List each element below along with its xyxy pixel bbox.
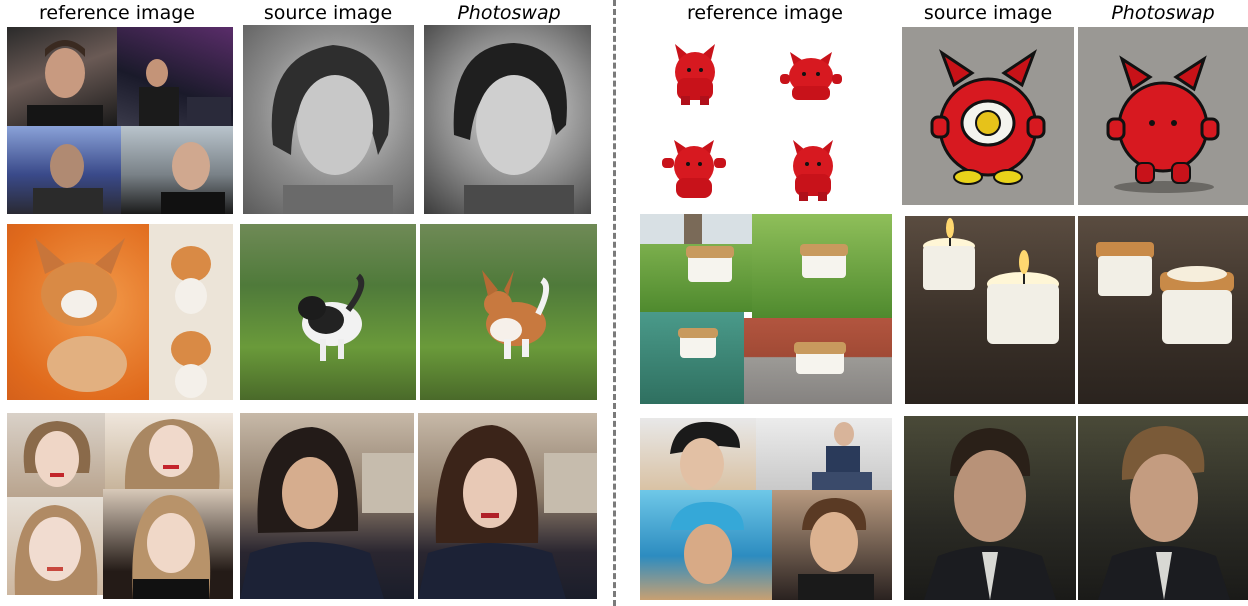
- reference-monster-2: [776, 52, 846, 102]
- source-photo-man-suit: [904, 416, 1076, 600]
- dashed-divider: [613, 0, 616, 606]
- photoswap-result-red-monster: [1078, 27, 1248, 205]
- header-right-photoswap: Photoswap: [1111, 2, 1215, 24]
- reference-photo-candle-jar-2: [752, 214, 892, 318]
- reference-photo-musk-1: [7, 27, 117, 126]
- source-photo-woman-bw: [243, 25, 414, 214]
- reference-photo-candle-jar-4: [744, 318, 892, 404]
- reference-photo-bieber-2: [756, 418, 892, 490]
- header-left-reference: reference image: [39, 2, 195, 24]
- header-right-reference: reference image: [687, 2, 843, 24]
- reference-monster-4: [783, 138, 843, 202]
- reference-photo-bieber-3: [640, 490, 772, 600]
- reference-photo-taylor-3: [7, 497, 103, 595]
- photoswap-result-corgi-running: [420, 224, 597, 400]
- reference-photo-musk-3: [7, 126, 121, 214]
- header-right-source: source image: [923, 2, 1053, 24]
- reference-photo-corgi-collage: [7, 224, 233, 400]
- reference-photo-musk-2: [117, 27, 233, 126]
- reference-photo-taylor-2: [105, 413, 233, 489]
- source-photo-white-candles: [905, 216, 1075, 404]
- photoswap-result-musk-bw: [424, 25, 591, 214]
- reference-photo-musk-4: [121, 126, 233, 214]
- source-photo-running-cat: [240, 224, 416, 400]
- reference-monster-3: [660, 138, 728, 200]
- reference-photo-taylor-1: [7, 413, 105, 497]
- reference-monster-1: [665, 42, 725, 106]
- header-left-photoswap: Photoswap: [457, 2, 561, 24]
- header-left-source: source image: [263, 2, 393, 24]
- photoswap-result-wood-lid-candles: [1078, 216, 1248, 404]
- reference-photo-candle-jar-1: [640, 214, 752, 312]
- reference-photo-taylor-4: [103, 489, 233, 599]
- photoswap-result-taylor-studio: [418, 413, 597, 599]
- reference-photo-candle-jar-3: [640, 312, 744, 404]
- source-photo-asian-woman: [240, 413, 414, 599]
- photoswap-result-bieber-suit: [1078, 416, 1248, 600]
- reference-photo-bieber-4: [772, 490, 892, 600]
- source-photo-red-cyclops-monster: [902, 27, 1074, 205]
- reference-photo-bieber-1: [640, 418, 756, 490]
